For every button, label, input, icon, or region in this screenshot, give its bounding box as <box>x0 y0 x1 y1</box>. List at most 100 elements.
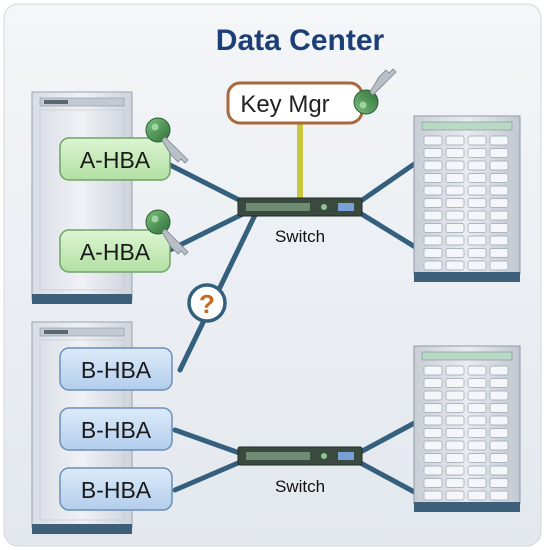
drive-slot <box>445 465 465 476</box>
drive-slot <box>489 248 509 258</box>
drive-slot <box>423 135 443 146</box>
drive-slot <box>423 223 443 233</box>
drive-slot <box>445 403 465 413</box>
drive-slot <box>489 465 509 476</box>
drive-slot <box>445 210 465 221</box>
drive-slot <box>467 210 487 221</box>
link-switch-storage-2a <box>352 417 423 458</box>
drive-slot <box>467 365 487 376</box>
switch-1-label: Switch <box>275 227 325 246</box>
drive-slot <box>445 378 465 388</box>
drive-slot <box>489 148 509 158</box>
drive-slot <box>445 390 465 401</box>
drive-slot <box>489 260 509 271</box>
hba-a-1: A-HBA <box>59 117 189 181</box>
storage-array-2 <box>413 345 521 512</box>
drive-slot <box>445 160 465 171</box>
drive-slot <box>489 210 509 221</box>
drive-slot <box>467 403 487 413</box>
hba-b-1-label: B-HBA <box>81 357 152 383</box>
drive-slot <box>423 403 443 413</box>
drive-slot <box>423 465 443 476</box>
drive-slot <box>467 173 487 183</box>
drive-slot <box>467 415 487 426</box>
drive-slot <box>467 223 487 233</box>
link-switch-storage-2b <box>352 457 423 498</box>
drive-slot <box>467 185 487 196</box>
drive-slot <box>423 415 443 426</box>
drive-slot <box>489 198 509 208</box>
drive-slot <box>423 490 443 501</box>
drive-slot <box>445 248 465 258</box>
drive-slot <box>445 185 465 196</box>
drive-slot <box>467 260 487 271</box>
key-manager: Key Mgr <box>226 68 397 125</box>
drive-slot <box>445 440 465 451</box>
link-switch-storage-1b <box>352 207 423 253</box>
drive-slot <box>423 378 443 388</box>
drive-slot <box>467 440 487 451</box>
drive-slot <box>489 428 509 438</box>
drive-slot <box>445 198 465 208</box>
drive-slot <box>467 453 487 463</box>
drive-slot <box>423 173 443 183</box>
drive-slot <box>423 235 443 246</box>
drive-slot <box>423 428 443 438</box>
drive-slot <box>445 490 465 501</box>
switch-1: Switch <box>237 197 363 246</box>
drive-slot <box>423 365 443 376</box>
drive-slot <box>467 148 487 158</box>
drive-slot <box>423 260 443 271</box>
drive-slot <box>423 160 443 171</box>
drive-slot <box>445 235 465 246</box>
drive-slot <box>467 478 487 488</box>
drive-slot <box>489 490 509 501</box>
drive-slot <box>489 160 509 171</box>
hba-b-3-label: B-HBA <box>81 477 152 503</box>
switch-2: Switch <box>237 446 363 496</box>
drive-slot <box>423 478 443 488</box>
drive-slot <box>445 135 465 146</box>
drive-slot <box>445 173 465 183</box>
drive-slot <box>423 148 443 158</box>
drive-slot <box>423 185 443 196</box>
drive-slot <box>489 223 509 233</box>
hba-b-2-label: B-HBA <box>81 417 152 443</box>
drive-slot <box>423 248 443 258</box>
storage-array-1 <box>413 115 521 282</box>
drive-slot <box>445 453 465 463</box>
drive-slot <box>467 378 487 388</box>
drive-slot <box>445 415 465 426</box>
drive-slot <box>489 173 509 183</box>
question-mark: ? <box>199 289 215 319</box>
drive-slot <box>423 453 443 463</box>
hba-b-2: B-HBA <box>59 407 173 451</box>
drive-slot <box>445 365 465 376</box>
drive-slot <box>445 428 465 438</box>
drive-slot <box>489 415 509 426</box>
drive-slot <box>423 390 443 401</box>
drive-slot <box>489 478 509 488</box>
link-switch-storage-1a <box>352 157 423 208</box>
drive-slot <box>467 135 487 146</box>
drive-slot <box>489 453 509 463</box>
drive-slot <box>467 490 487 501</box>
drive-slot <box>489 365 509 376</box>
drive-slot <box>423 198 443 208</box>
link-b-hba-3 <box>172 457 248 493</box>
drive-slot <box>467 198 487 208</box>
hba-a-2-label: A-HBA <box>80 239 151 265</box>
key-manager-label: Key Mgr <box>240 91 329 118</box>
drive-slot <box>489 378 509 388</box>
drive-slot <box>467 248 487 258</box>
drive-slot <box>445 148 465 158</box>
hba-b-1: B-HBA <box>59 347 173 391</box>
drive-slot <box>423 210 443 221</box>
switch-2-label: Switch <box>275 477 325 496</box>
hba-a-1-label: A-HBA <box>80 147 151 173</box>
drive-slot <box>467 428 487 438</box>
drive-slot <box>467 235 487 246</box>
drive-slot <box>489 390 509 401</box>
